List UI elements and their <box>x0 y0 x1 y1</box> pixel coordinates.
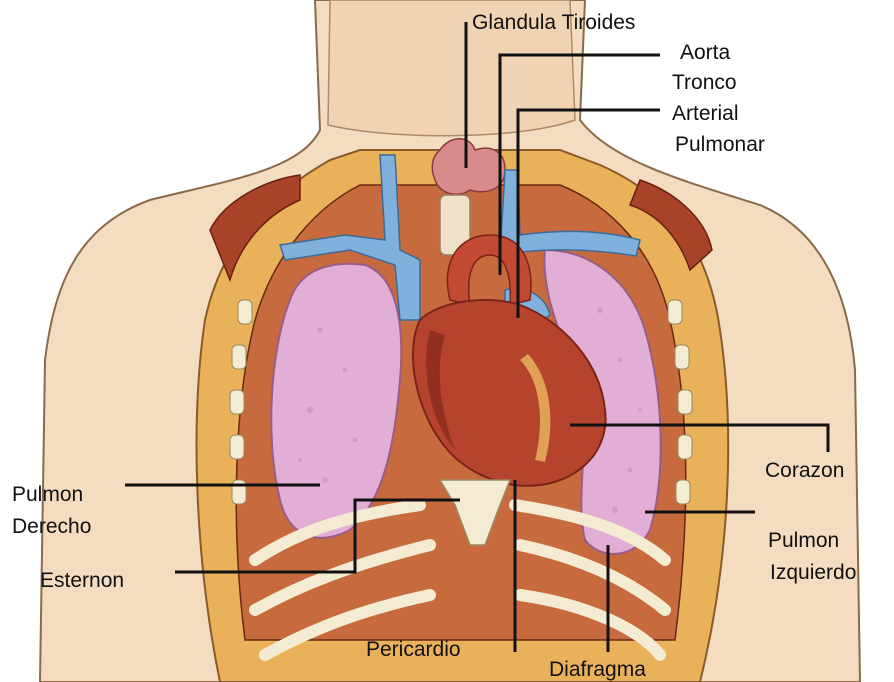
label-pulmon-izquierdo-line2: Izquierdo <box>770 562 856 583</box>
label-pulmonar: Pulmonar <box>675 134 765 155</box>
label-esternon: Esternon <box>40 570 124 591</box>
label-arterial: Arterial <box>672 103 739 124</box>
label-pericardio: Pericardio <box>366 639 461 660</box>
label-corazon: Corazon <box>765 460 844 481</box>
label-pulmon-derecho-line1: Pulmon <box>12 484 83 505</box>
label-diafragma: Diafragma <box>549 659 646 680</box>
label-tronco: Tronco <box>672 72 737 93</box>
label-pulmon-izquierdo-line1: Pulmon <box>768 530 839 551</box>
label-pulmon-derecho-line2: Derecho <box>12 516 91 537</box>
label-glandula-tiroides: Glandula Tiroides <box>472 12 635 33</box>
label-aorta: Aorta <box>680 42 730 63</box>
